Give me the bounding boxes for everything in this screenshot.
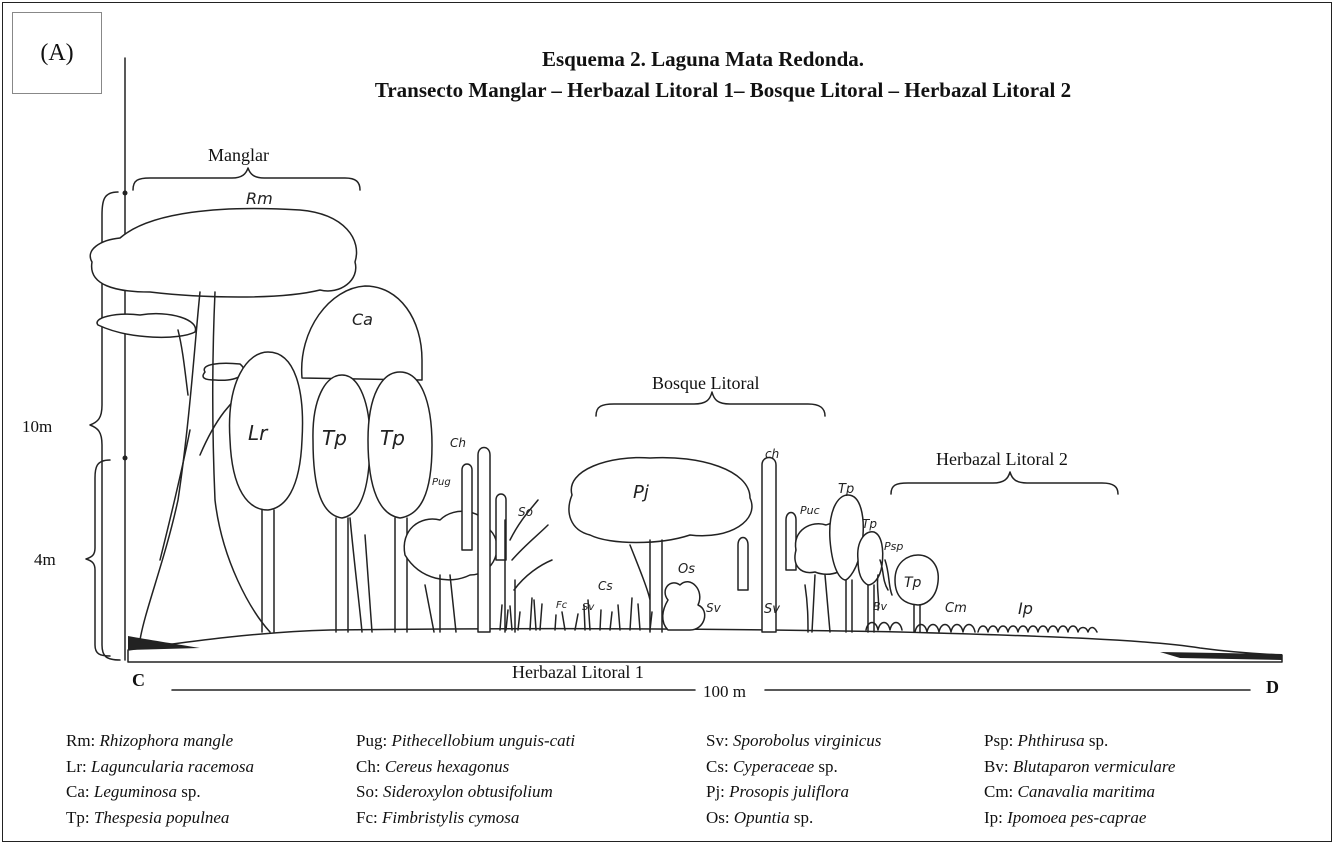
- label-sv2: Sv: [706, 601, 722, 615]
- label-fc: Fc: [556, 600, 568, 611]
- cactus-ch2: [761, 456, 777, 633]
- label-rm: Rm: [246, 189, 273, 208]
- label-ca: Ca: [352, 310, 373, 329]
- zone-bosque-litoral: Bosque Litoral: [652, 373, 759, 393]
- label-ch2: ch: [765, 447, 779, 461]
- legend-item: Lr: Laguncularia racemosa: [66, 756, 254, 776]
- shrub-so: [504, 499, 553, 633]
- tree-tp4: [857, 531, 884, 586]
- label-tp3: Tp: [838, 482, 854, 497]
- cactus-os: [662, 581, 706, 631]
- label-ip: Ip: [1018, 599, 1033, 618]
- legend-item: Ip: Ipomoea pes-caprae: [984, 807, 1147, 827]
- legend-item: Fc: Fimbristylis cymosa: [356, 807, 520, 827]
- legend-item: Psp: Phthirusa sp.: [984, 731, 1109, 750]
- tree-pj: [568, 456, 753, 544]
- label-sv3: Sv: [764, 602, 780, 617]
- creepers-herbazal-2: [865, 621, 1098, 633]
- legend-item: Tp: Thespesia populnea: [66, 807, 230, 827]
- legend-item: Rm: Rhizophora mangle: [66, 731, 234, 750]
- legend-item: Ch: Cereus hexagonus: [356, 756, 510, 776]
- label-tp2: Tp: [380, 426, 405, 450]
- legend-col-4: Psp: Phthirusa sp. Bv: Blutaparon vermic…: [984, 728, 1175, 830]
- ground-line: [127, 627, 1283, 663]
- tree-ca: [300, 285, 423, 381]
- label-puc: Puc: [800, 504, 820, 517]
- label-os: Os: [678, 562, 695, 577]
- transect-start-label: C: [132, 670, 145, 690]
- legend-item: Ca: Leguminosa sp.: [66, 782, 201, 801]
- legend-col-3: Sv: Sporobolus virginicus Cs: Cyperaceae…: [706, 728, 881, 830]
- label-ch1: Ch: [450, 436, 466, 450]
- label-so: So: [518, 505, 533, 519]
- epiphyte-psp: [876, 559, 893, 611]
- label-tp5: Tp: [904, 575, 922, 591]
- transect-length: 100 m: [703, 682, 746, 701]
- zone-manglar: Manglar: [208, 145, 269, 165]
- legend-col-1: Rm: Rhizophora mangle Lr: Laguncularia r…: [66, 728, 254, 830]
- tree-rm-canopy: [89, 207, 358, 298]
- brace-bosque: [595, 391, 826, 417]
- label-tp1: Tp: [322, 426, 347, 450]
- zone-herbazal-litoral-1: Herbazal Litoral 1: [512, 662, 644, 682]
- label-cs: Cs: [598, 579, 613, 593]
- brace-herbazal-2: [890, 471, 1119, 495]
- zone-herbazal-litoral-2: Herbazal Litoral 2: [936, 449, 1068, 469]
- legend-item: Bv: Blutaparon vermiculare: [984, 756, 1176, 776]
- legend-col-2: Pug: Pithecellobium unguis-cati Ch: Cere…: [356, 728, 575, 830]
- legend-item: Pug: Pithecellobium unguis-cati: [356, 731, 576, 750]
- legend-item: Os: Opuntia sp.: [706, 807, 814, 827]
- height-label-4m: 4m: [34, 550, 56, 569]
- label-pj: Pj: [633, 482, 649, 503]
- legend-item: Cs: Cyperaceae sp.: [706, 756, 838, 776]
- label-tp4: Tp: [862, 517, 877, 531]
- legend-item: Cm: Canavalia maritima: [984, 782, 1155, 801]
- tree-tp2: [367, 371, 433, 519]
- brace-manglar: [132, 167, 361, 191]
- diagram-title: Esquema 2. Laguna Mata Redonda.: [541, 47, 865, 71]
- panel-label: (A): [12, 12, 102, 94]
- label-lr: Lr: [248, 421, 269, 445]
- brace-10m: [89, 191, 121, 661]
- cactus-ch1: [477, 446, 491, 633]
- tree-tp5: [894, 554, 939, 606]
- label-cm: Cm: [945, 601, 967, 616]
- transect-end-label: D: [1266, 677, 1279, 697]
- label-sv1: Sv: [582, 602, 595, 613]
- grass-herbazal-1: [499, 597, 653, 631]
- height-label-10m: 10m: [22, 417, 52, 436]
- brace-4m: [85, 459, 111, 657]
- legend-item: Sv: Sporobolus virginicus: [706, 731, 882, 750]
- label-bv: Bv: [873, 600, 888, 613]
- label-pug: Pug: [432, 477, 451, 488]
- label-psp: Psp: [884, 540, 903, 553]
- tree-lr: [228, 351, 304, 511]
- legend-item: So: Sideroxylon obtusifolium: [356, 782, 553, 801]
- legend-item: Pj: Prosopis juliflora: [706, 782, 849, 801]
- diagram-subtitle: Transecto Manglar – Herbazal Litoral 1– …: [374, 78, 1072, 102]
